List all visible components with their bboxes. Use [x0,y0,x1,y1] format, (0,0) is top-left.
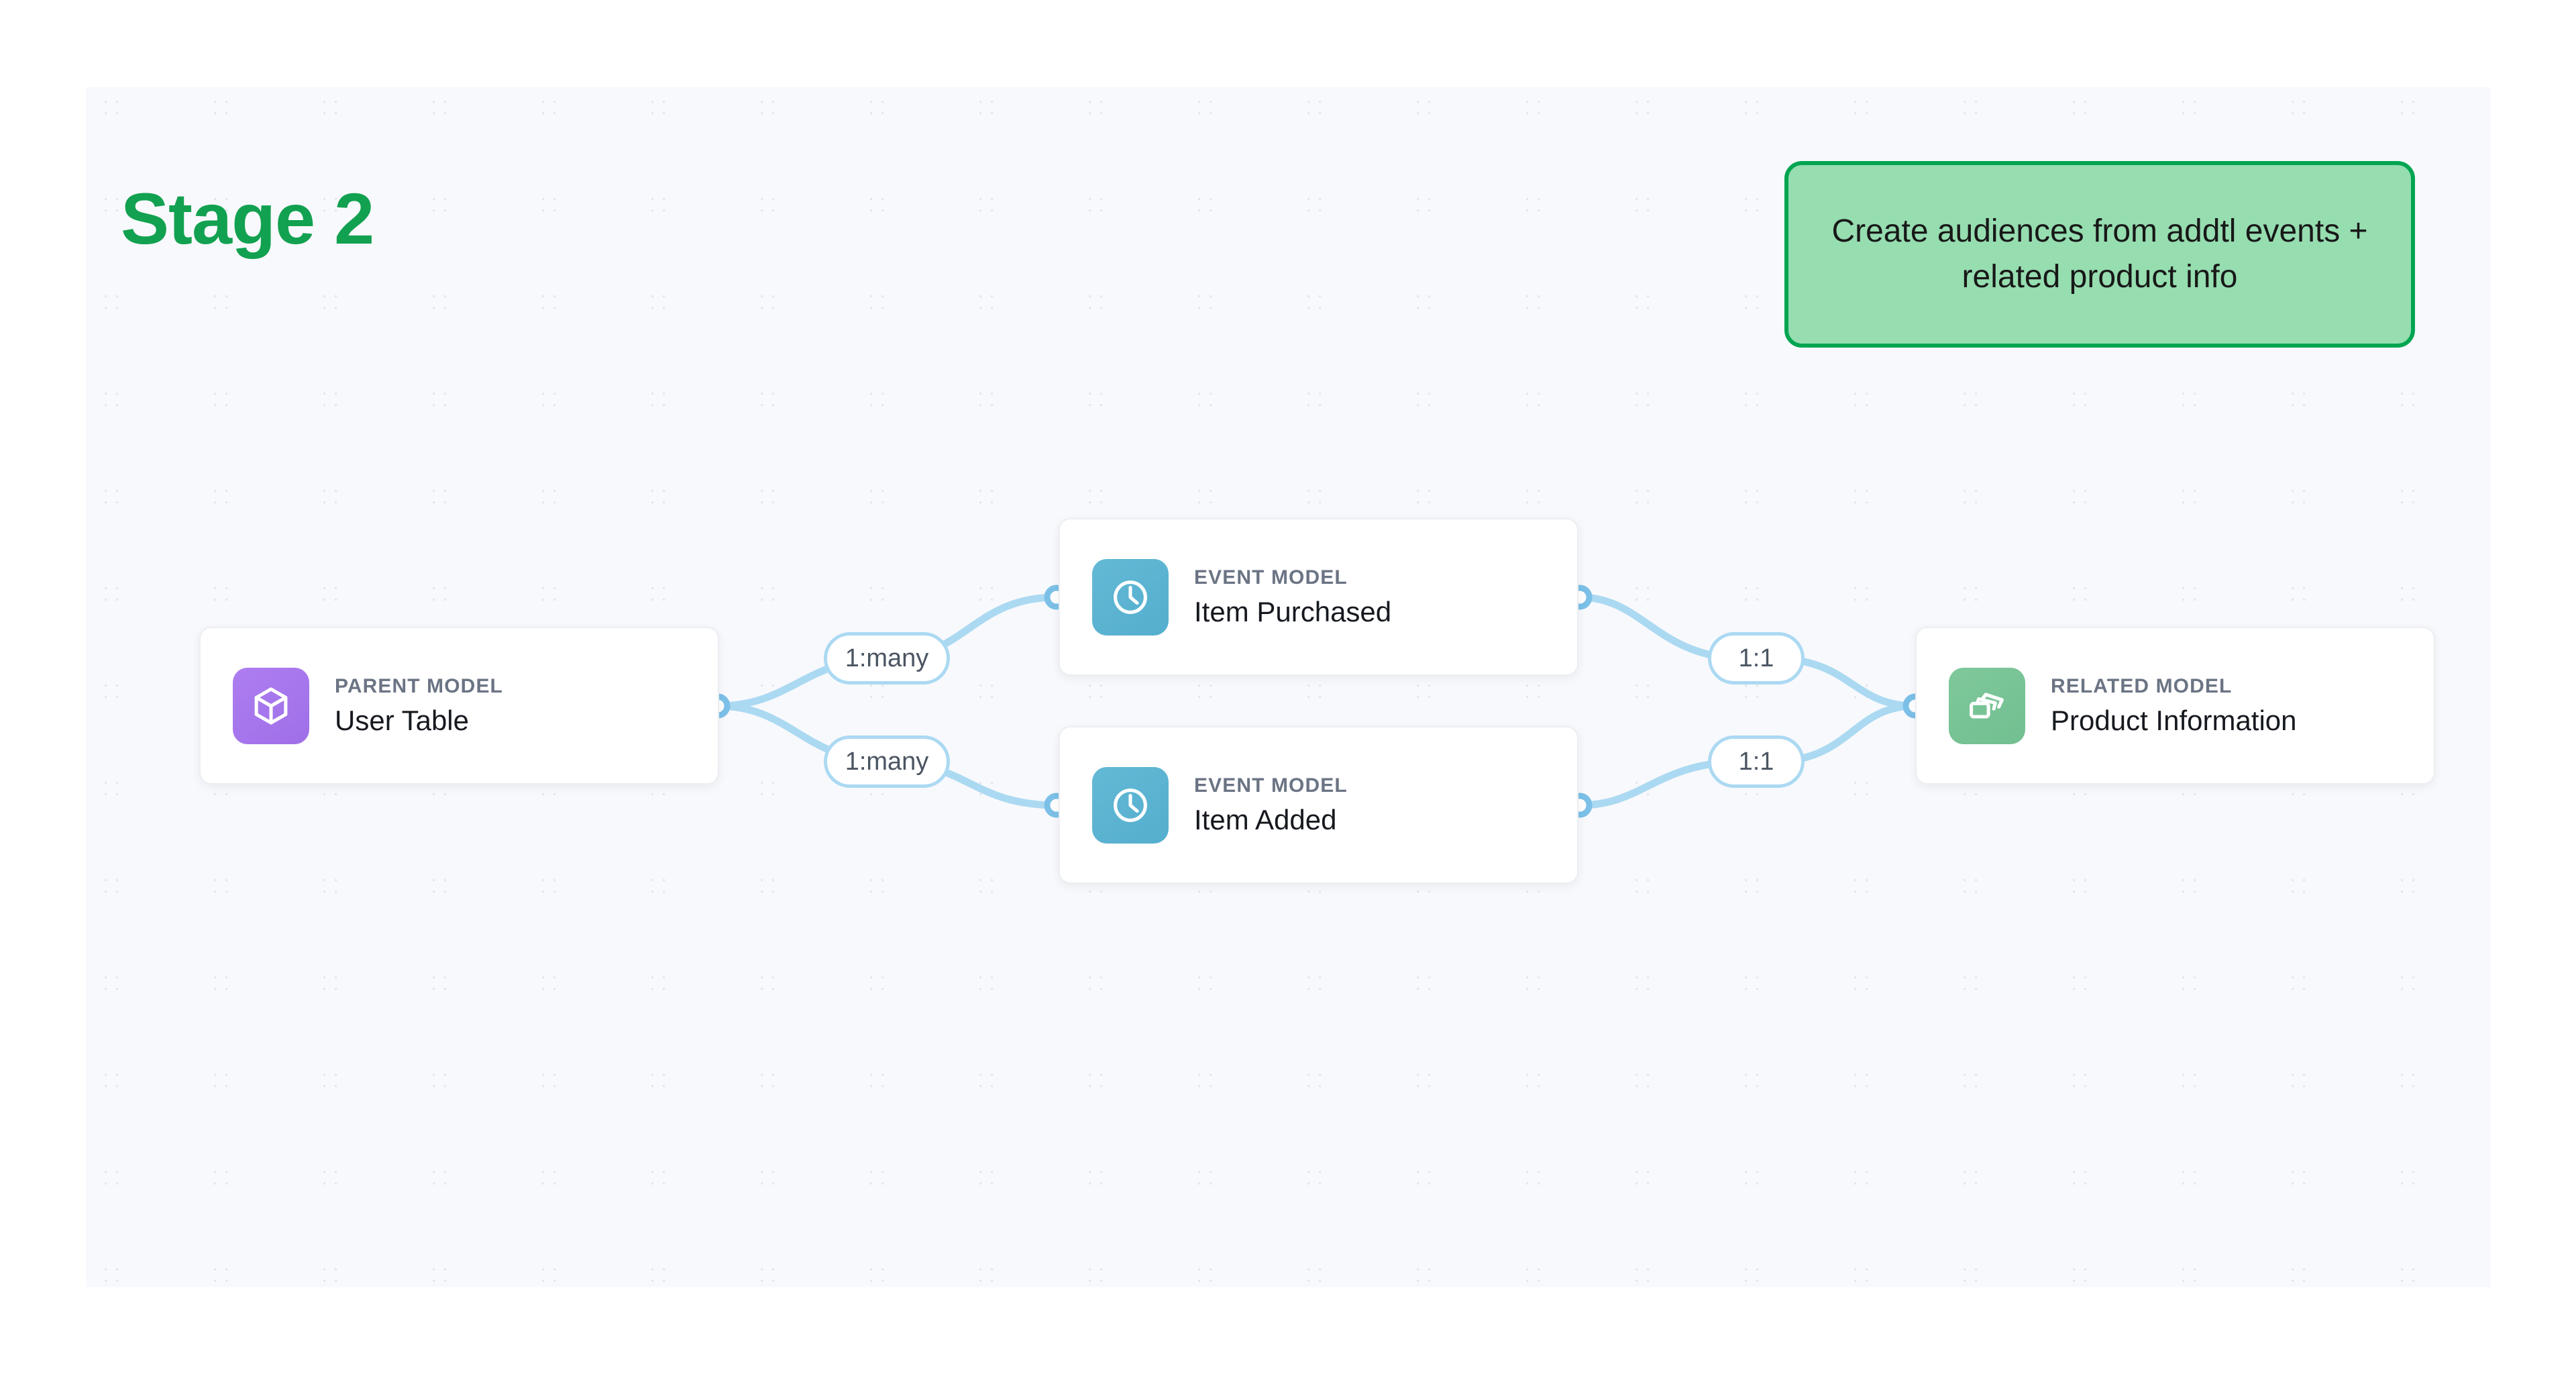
node-kicker: EVENT MODEL [1194,774,1348,797]
annotation-callout-text: Create audiences from addtl events + rel… [1831,213,2368,295]
node-kicker: EVENT MODEL [1194,566,1348,589]
relationship-label-parent-to-item-added[interactable]: 1:many [824,735,950,788]
node-related-model-product-information[interactable]: RELATED MODEL Product Information [1915,627,2435,784]
node-event-model-item-purchased-text: EVENT MODEL Item Purchased [1194,565,1391,629]
cube-icon [233,667,309,744]
clock-icon [1092,558,1169,635]
node-title: Item Purchased [1194,596,1392,628]
clock-icon [1092,766,1169,844]
node-event-model-item-added-text: EVENT MODEL Item Added [1194,773,1348,837]
node-kicker: PARENT MODEL [335,674,503,697]
node-title: User Table [335,705,469,737]
node-event-model-item-purchased[interactable]: EVENT MODEL Item Purchased [1059,518,1578,676]
relationship-label-parent-to-item-purchased[interactable]: 1:many [824,632,950,684]
node-parent-model-text: PARENT MODEL User Table [335,674,503,738]
node-title: Item Added [1194,804,1337,836]
node-kicker: RELATED MODEL [2051,674,2233,697]
annotation-callout: Create audiences from addtl events + rel… [1784,161,2415,348]
relationship-label-item-added-to-product-information[interactable]: 1:1 [1708,735,1805,788]
node-parent-model[interactable]: PARENT MODEL User Table [199,627,719,784]
node-related-model-product-information-text: RELATED MODEL Product Information [2051,674,2297,738]
node-event-model-item-added[interactable]: EVENT MODEL Item Added [1059,726,1578,884]
page-title: Stage 2 [121,178,374,259]
layers-icon [1949,667,2025,744]
node-title: Product Information [2051,705,2297,737]
relationship-label-item-purchased-to-product-information[interactable]: 1:1 [1708,632,1805,684]
